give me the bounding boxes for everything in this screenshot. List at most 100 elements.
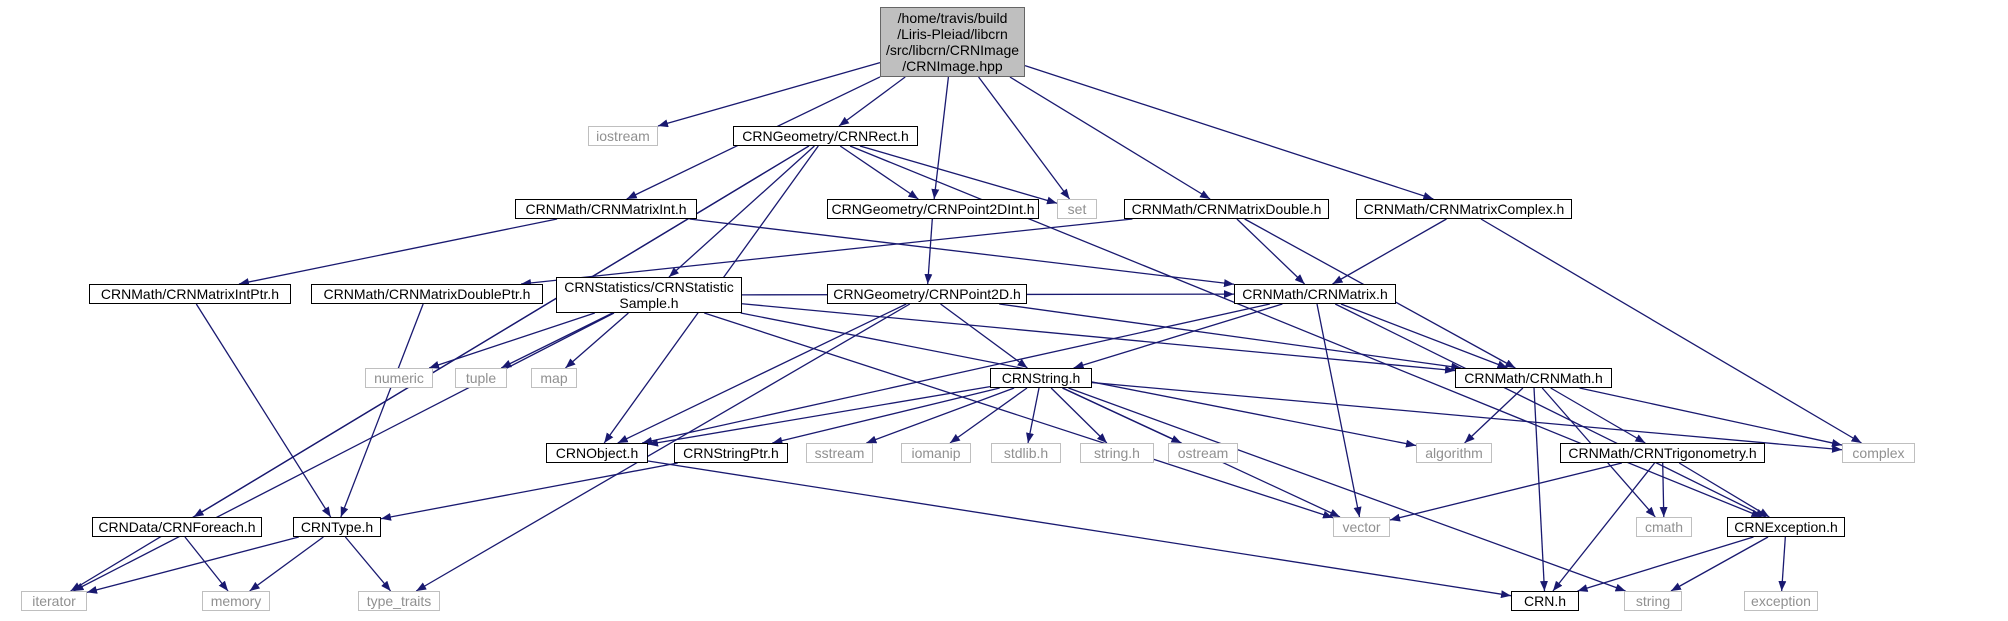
edge-trig-to-exception_h [1678,462,1770,518]
node-crndata-crnforeach[interactable]: CRNData/CRNForeach.h [92,517,262,537]
edge-string_h-to-sstream [866,387,1015,444]
node-crnstring[interactable]: CRNString.h [990,368,1092,388]
edge-trig-to-crn [1552,462,1656,592]
edge-string_h-to-object [647,385,991,447]
edge-rect-to-set [859,145,1058,205]
edge-matrixdouble-to-matrixdoubleptr [520,218,1133,287]
edge-string_h-to-iomanip [949,387,1028,444]
node-set[interactable]: set [1057,199,1097,219]
statsample-line-2: Sample.h [619,295,679,311]
edge-point2d-to-object [617,303,907,444]
node-crnstringptr[interactable]: CRNStringPtr.h [674,443,788,463]
node-ostream[interactable]: ostream [1168,443,1238,463]
node-type-traits[interactable]: type_traits [358,591,440,611]
edge-math-to-crn [1533,387,1548,592]
edge-statsample-to-map [565,312,629,369]
edge-matrix-to-exception_h [1334,303,1767,518]
edge-type-to-type_traits [344,536,392,592]
node-crnmath-crnmatrixdoubleptr[interactable]: CRNMath/CRNMatrixDoublePtr.h [311,284,543,304]
node-map[interactable]: map [531,368,577,388]
edge-string_h-to-stringptr [772,387,1000,445]
edge-trig-to-cmath [1659,462,1668,518]
node-exception[interactable]: exception [1744,591,1818,611]
node-crnmath-crnmatrixcomplex[interactable]: CRNMath/CRNMatrixComplex.h [1356,199,1572,219]
node-crn-h[interactable]: CRN.h [1511,591,1579,611]
edge-math-to-complex [1579,387,1843,447]
node-crnmath-crntrigonometry[interactable]: CRNMath/CRNTrigonometry.h [1560,443,1765,463]
edge-point2d-to-math [999,303,1462,371]
edge-root-to-iostream [657,62,881,128]
node-crngeometry-crnrect[interactable]: CRNGeometry/CRNRect.h [733,126,918,146]
edge-type-to-iterator [86,536,299,594]
edge-matrix-to-math [1340,303,1508,369]
edge-point2dint-to-point2d [924,218,933,285]
node-iostream[interactable]: iostream [588,126,658,146]
edge-point2d-to-type_traits [415,303,911,592]
root-line-1: /home/travis/build [897,10,1008,26]
edge-root-to-rect [838,76,906,127]
node-iterator[interactable]: iterator [21,591,87,611]
statsample-line-1: CRNStatistics/CRNStatistic [564,279,734,295]
edge-matrixcomplex-to-matrix [1332,218,1447,285]
edge-point2d-to-string_h [940,303,1028,369]
edge-matrixdoubleptr-to-type [340,303,424,518]
node-crnmath-crnmath[interactable]: CRNMath/CRNMath.h [1455,368,1612,388]
node-tuple[interactable]: tuple [455,368,507,388]
node-sstream[interactable]: sstream [806,443,873,463]
root-line-3: /src/libcrn/CRNImage [885,42,1020,58]
node-crnmath-crnmatrixintptr[interactable]: CRNMath/CRNMatrixIntPtr.h [89,284,291,304]
node-vector[interactable]: vector [1333,517,1390,537]
node-cmath[interactable]: cmath [1636,517,1692,537]
edge-string_h-to-complex [1091,381,1843,453]
edge-exception_h-to-crn [1577,536,1754,592]
node-string[interactable]: string [1624,591,1682,611]
root-line-4: /CRNImage.hpp [902,58,1003,74]
edge-matrixcomplex-to-complex [1480,218,1862,444]
node-crnmath-crnmatrix[interactable]: CRNMath/CRNMatrix.h [1234,284,1396,304]
edge-matrixintptr-to-type [195,303,332,518]
root-line-2: /Liris-Pleiad/libcrn [897,26,1008,42]
edge-statsample-to-iterator [73,312,615,592]
edge-exception_h-to-exception [1778,536,1787,592]
edge-matrixint-to-matrixintptr [238,218,558,286]
edge-type-to-memory [249,536,324,592]
node-numeric[interactable]: numeric [365,368,433,388]
edge-matrixint-to-matrix [689,218,1235,288]
edge-matrix-to-vector [1316,303,1362,518]
node-iomanip[interactable]: iomanip [901,443,971,463]
edge-rect-to-statsample [668,145,815,278]
edge-trig-to-vector [1389,462,1622,522]
node-string-h[interactable]: string.h [1080,443,1154,463]
root-node-crnimage-hpp[interactable]: /home/travis/build /Liris-Pleiad/libcrn … [880,7,1025,77]
node-crnmath-crnmatrixint[interactable]: CRNMath/CRNMatrixInt.h [515,199,697,219]
node-crnstatistics-crnstatisticsample[interactable]: CRNStatistics/CRNStatistic Sample.h [556,277,742,313]
edge-rect-to-point2dint [839,145,919,200]
edge-string_h-to-string [1068,387,1626,592]
node-crntype[interactable]: CRNType.h [293,517,381,537]
node-stdlib-h[interactable]: stdlib.h [991,443,1061,463]
edge-root-to-matrixdouble [1009,76,1211,200]
edge-object-to-crn [647,460,1512,599]
edge-root-to-set [978,76,1071,200]
node-complex[interactable]: complex [1842,443,1915,463]
edge-foreach-to-memory [184,536,229,592]
edge-math-to-algorithm [1464,387,1524,444]
edge-math-to-trig [1550,387,1646,444]
node-crnexception[interactable]: CRNException.h [1727,517,1845,537]
node-algorithm[interactable]: algorithm [1416,443,1492,463]
node-crnmath-crnmatrixdouble[interactable]: CRNMath/CRNMatrixDouble.h [1124,199,1329,219]
edges-layer [70,62,1862,599]
edge-matrixdouble-to-matrix [1236,218,1306,285]
edge-root-to-point2dint [931,76,950,200]
edge-string_h-to-cstring [1050,387,1108,444]
node-crngeometry-crnpoint2dint[interactable]: CRNGeometry/CRNPoint2DInt.h [827,199,1039,219]
edge-string_h-to-stdlib [1026,387,1040,444]
node-memory[interactable]: memory [202,591,270,611]
edge-matrix-to-string_h [1073,303,1283,369]
node-crngeometry-crnpoint2d[interactable]: CRNGeometry/CRNPoint2D.h [827,284,1027,304]
edge-statsample-to-math [741,303,1456,374]
edge-statsample-to-numeric [428,312,595,369]
edge-exception_h-to-string [1670,536,1769,592]
edge-matrix-to-object [642,303,1270,445]
node-crnobject[interactable]: CRNObject.h [546,443,648,463]
